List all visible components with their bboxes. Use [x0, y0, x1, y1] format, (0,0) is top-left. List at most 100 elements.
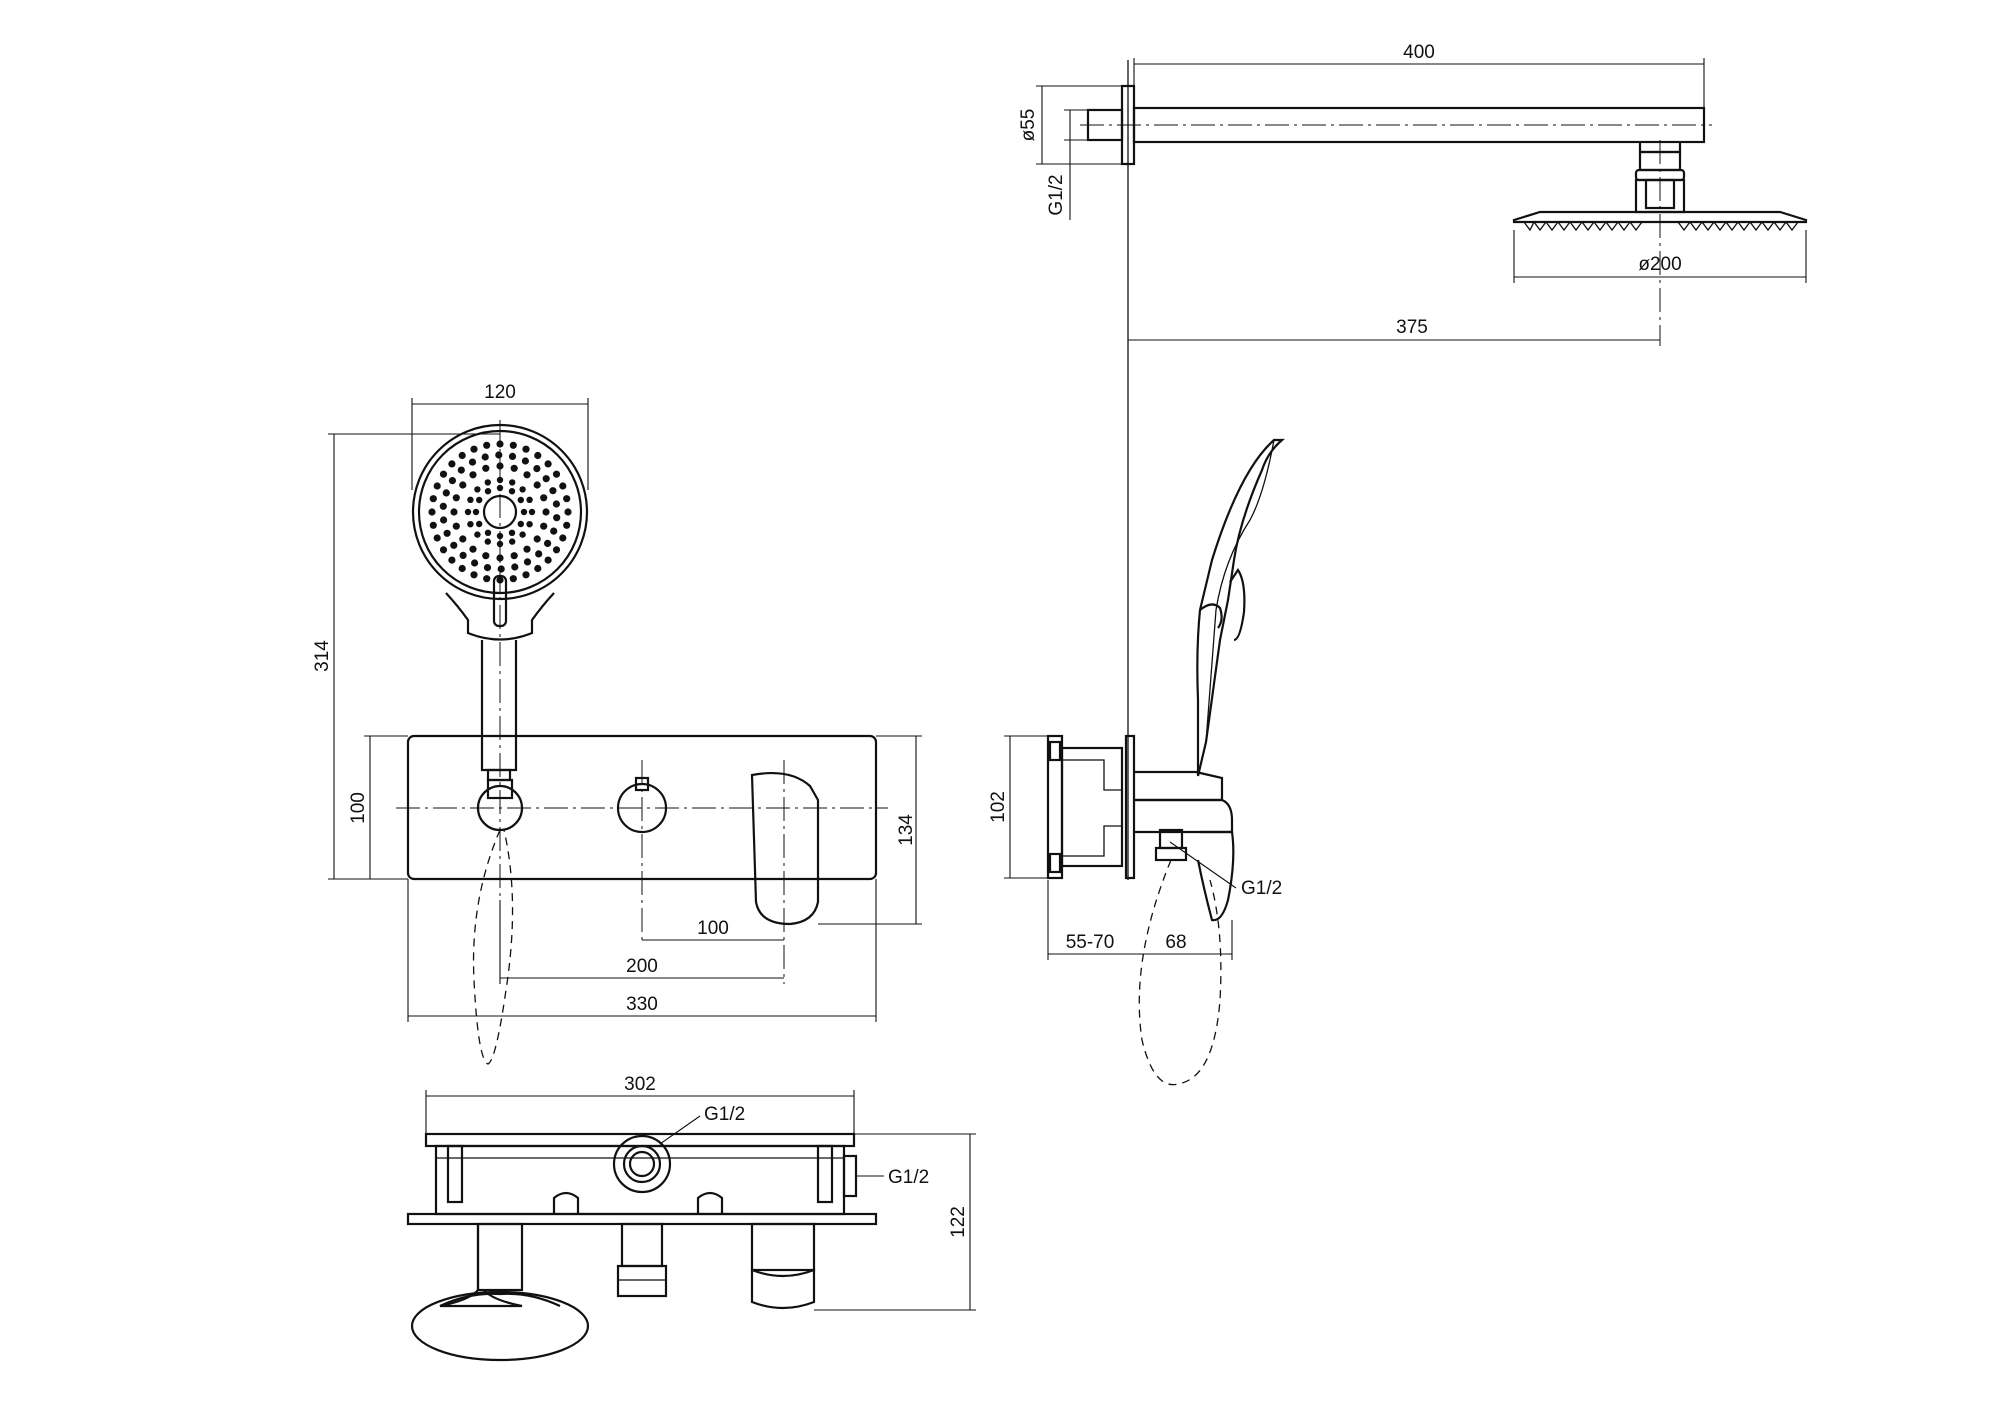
spray-nozzle [459, 551, 467, 560]
dim-box-depth: 122 [948, 1206, 969, 1238]
spray-nozzle [564, 508, 572, 516]
spray-nozzle [469, 471, 477, 479]
spray-nozzle [552, 500, 561, 508]
dim-flange-diameter: ø55 [1018, 109, 1039, 142]
spray-nozzle [428, 508, 436, 516]
dim-arm-thread: G1/2 [1046, 174, 1067, 215]
spray-nozzle [443, 529, 451, 537]
spray-nozzle [459, 481, 467, 489]
spray-nozzle [448, 556, 456, 564]
spray-nozzle [552, 546, 561, 554]
rain-head-nozzles [1523, 220, 1799, 232]
dim-overall-height: 314 [312, 640, 333, 672]
dim-side-plate-height: 102 [988, 791, 1009, 823]
spray-nozzle [559, 534, 567, 542]
spray-nozzle [495, 451, 503, 459]
dim-plate-width: 330 [626, 994, 658, 1015]
spray-nozzle [457, 466, 465, 474]
spray-nozzle [429, 495, 437, 503]
spray-nozzle [482, 464, 490, 472]
spray-nozzle [442, 489, 450, 497]
spray-nozzle [448, 477, 456, 485]
spray-nozzle [448, 460, 456, 468]
overhead-shower-arm-view: 400 ø55 G1/2 ø200 375 [1018, 42, 1808, 880]
spray-nozzle [464, 508, 472, 516]
spray-nozzle [519, 486, 526, 493]
spray-nozzle [429, 521, 437, 529]
spray-nozzle [483, 575, 491, 583]
spray-nozzle [523, 471, 531, 479]
spray-nozzle [534, 564, 542, 573]
spray-nozzle [559, 482, 567, 490]
spray-nozzle [528, 508, 536, 516]
mixer-side-view: 102 55-70 68 G1/2 [988, 438, 1285, 1086]
dim-hand-shower-width: 120 [484, 382, 516, 403]
spray-nozzle [508, 452, 517, 460]
spray-nozzle [459, 535, 467, 543]
dim-head-offset: 375 [1396, 317, 1428, 338]
spray-nozzle [520, 508, 528, 516]
spray-nozzle [544, 556, 552, 564]
spray-nozzle [476, 520, 483, 528]
spray-nozzle [553, 514, 561, 522]
dim-spacing-200: 200 [626, 956, 658, 977]
spray-nozzle [439, 502, 447, 510]
dim-lever-height: 134 [896, 814, 917, 846]
dim-arm-length: 400 [1403, 42, 1435, 63]
spray-nozzle [483, 564, 492, 572]
spray-nozzle [550, 527, 558, 535]
label-side-outlet-thread: G1/2 [1241, 878, 1282, 899]
mixer-top-view: 302 G1/2 G1/2 122 [406, 1074, 976, 1362]
spray-nozzle [519, 531, 526, 538]
dim-box-width: 302 [624, 1074, 656, 1095]
spray-nozzle [526, 496, 533, 503]
spray-nozzle [544, 539, 552, 548]
dim-spacing-100: 100 [697, 918, 729, 939]
mixer-front-view: 120 314 100 134 100 200 330 [312, 382, 922, 1065]
dim-wall-depth: 55-70 [1066, 932, 1115, 953]
spray-nozzle [496, 554, 504, 562]
spray-nozzle [452, 494, 460, 502]
spray-nozzle [509, 538, 516, 545]
spray-nozzle [542, 508, 550, 516]
spray-nozzle [433, 534, 441, 542]
spray-nozzle [563, 495, 571, 503]
label-top-thread: G1/2 [704, 1104, 745, 1125]
spray-nozzle [540, 522, 548, 530]
spray-nozzle [439, 470, 448, 478]
label-right-thread: G1/2 [888, 1167, 929, 1188]
spray-nozzle [481, 453, 489, 461]
spray-nozzle [440, 516, 448, 524]
spray-nozzle [533, 535, 541, 543]
spray-nozzle [471, 559, 479, 567]
spray-nozzle [483, 441, 491, 449]
spray-nozzle [433, 482, 441, 490]
spray-nozzle [517, 496, 524, 504]
spray-nozzle [474, 486, 481, 493]
spray-nozzle [472, 508, 480, 516]
spray-nozzle [450, 541, 458, 549]
spray-nozzle [522, 571, 530, 579]
spray-nozzle [497, 565, 505, 573]
spray-nozzle [509, 441, 517, 449]
spray-nozzle [484, 538, 491, 545]
spray-nozzle [474, 531, 481, 538]
spray-nozzle [470, 571, 478, 579]
spray-nozzle [467, 496, 474, 503]
spray-nozzle [508, 488, 516, 495]
spray-nozzle [508, 529, 516, 536]
spray-nozzle [521, 457, 530, 465]
spray-nozzle [484, 529, 492, 536]
spray-nozzle [544, 460, 552, 468]
spray-nozzle [542, 475, 550, 483]
spray-nozzle [469, 545, 477, 553]
spray-nozzles [428, 440, 572, 584]
spray-nozzle [534, 451, 542, 460]
spray-nozzle [467, 521, 474, 528]
spray-nozzle [509, 575, 517, 583]
spray-nozzle [468, 458, 477, 466]
spray-nozzle [522, 445, 530, 453]
spray-nozzle [458, 564, 466, 573]
spray-nozzle [549, 487, 557, 495]
